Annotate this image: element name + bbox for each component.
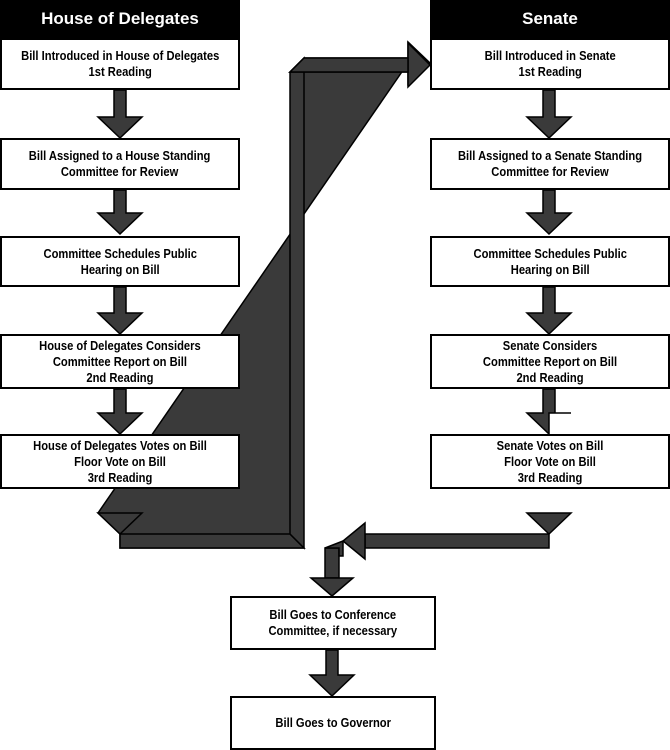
house-down-connector <box>96 512 144 536</box>
senate-bottom-run <box>364 533 550 549</box>
conference-box: Bill Goes to Conference Committee, if ne… <box>230 596 436 650</box>
house-step-4-label: House of Delegates Considers Committee R… <box>39 337 201 385</box>
house-step-2-label: Bill Assigned to a House Standing Commit… <box>29 148 211 179</box>
senate-step-5-label: Senate Votes on Bill Floor Vote on Bill … <box>496 437 604 485</box>
senate-step-2: Bill Assigned to a Senate Standing Commi… <box>430 138 670 190</box>
house-step-5-label: House of Delegates Votes on Bill Floor V… <box>33 437 207 485</box>
conference-label: Bill Goes to Conference Committee, if ne… <box>268 607 398 638</box>
governor-box: Bill Goes to Governor <box>230 696 436 750</box>
house-step-1: Bill Introduced in House of Delegates 1s… <box>0 38 240 90</box>
house-step-1-label: Bill Introduced in House of Delegates 1s… <box>20 48 220 79</box>
house-arrow-2 <box>96 189 144 236</box>
governor-label: Bill Goes to Governor <box>275 715 391 730</box>
house-header: House of Delegates <box>0 0 240 38</box>
senate-step-5: Senate Votes on Bill Floor Vote on Bill … <box>430 434 670 489</box>
house-arrow-4 <box>96 388 144 436</box>
senate-arrow-1 <box>525 89 573 140</box>
into-senate-head <box>407 41 432 89</box>
to-governor-arrow <box>308 649 356 698</box>
senate-step-2-label: Bill Assigned to a Senate Standing Commi… <box>457 148 643 179</box>
senate-arrow-2 <box>525 189 573 236</box>
house-step-4: House of Delegates Considers Committee R… <box>0 334 240 389</box>
convergence-column <box>324 547 340 579</box>
house-step-3-label: Committee Schedules Public Hearing on Bi… <box>43 245 197 277</box>
house-step-3: Committee Schedules Public Hearing on Bi… <box>0 236 240 287</box>
senate-step-1-label: Bill Introduced in Senate 1st Reading <box>484 48 616 79</box>
senate-step-3: Committee Schedules Public Hearing on Bi… <box>430 236 670 287</box>
senate-step-3-label: Committee Schedules Public Hearing on Bi… <box>473 245 627 277</box>
house-arrow-3 <box>96 286 144 336</box>
senate-arrow-4 <box>525 388 571 436</box>
house-bottom-run <box>119 533 306 549</box>
convergence-top <box>324 539 344 557</box>
senate-down-connector <box>525 512 573 536</box>
house-arrow-1 <box>96 89 144 140</box>
to-conference-head <box>308 577 356 597</box>
senate-arrow-3 <box>525 286 573 336</box>
riser-column <box>289 56 305 550</box>
senate-step-4: Senate Considers Committee Report on Bil… <box>430 334 670 389</box>
senate-step-1: Bill Introduced in Senate 1st Reading <box>430 38 670 90</box>
senate-left-head <box>341 521 366 561</box>
house-step-5: House of Delegates Votes on Bill Floor V… <box>0 434 240 489</box>
house-step-2: Bill Assigned to a House Standing Commit… <box>0 138 240 190</box>
senate-header: Senate <box>430 0 670 38</box>
riser-top-run-fill <box>288 57 409 73</box>
senate-step-4-label: Senate Considers Committee Report on Bil… <box>482 337 618 385</box>
